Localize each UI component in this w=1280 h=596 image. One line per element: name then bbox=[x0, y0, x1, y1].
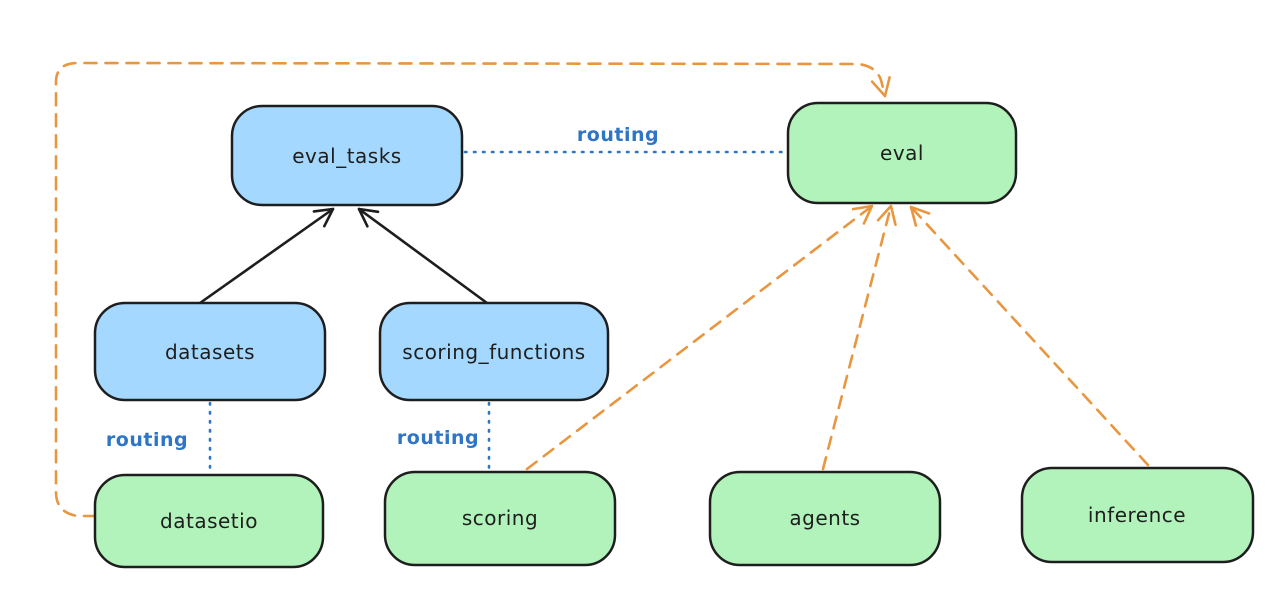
edge-label-routing-middle: routing bbox=[397, 427, 479, 449]
edge-scoring-functions-to-eval-tasks bbox=[357, 207, 489, 305]
node-eval-tasks: eval_tasks bbox=[230, 104, 464, 207]
node-scoring-functions-box bbox=[378, 301, 610, 402]
node-eval: eval bbox=[786, 101, 1018, 205]
edge-label-routing-left: routing bbox=[106, 429, 188, 451]
node-agents: agents bbox=[708, 470, 942, 567]
node-scoring-functions-label: scoring_functions bbox=[402, 340, 585, 364]
node-agents-box bbox=[708, 470, 942, 567]
node-datasetio-box bbox=[93, 473, 325, 569]
node-scoring-box bbox=[383, 470, 617, 567]
node-eval-tasks-label: eval_tasks bbox=[292, 144, 401, 168]
node-inference-box bbox=[1020, 466, 1255, 564]
node-datasetio-label: datasetio bbox=[160, 509, 258, 533]
node-inference: inference bbox=[1020, 466, 1255, 564]
node-datasets-box bbox=[93, 301, 327, 402]
node-scoring: scoring bbox=[383, 470, 617, 567]
node-eval-box bbox=[786, 101, 1018, 205]
edge-label-routing-top: routing bbox=[577, 124, 659, 146]
node-eval-tasks-box bbox=[230, 104, 464, 207]
node-eval-label: eval bbox=[880, 141, 924, 165]
node-datasetio: datasetio bbox=[93, 473, 325, 569]
edge-datasets-to-eval-tasks bbox=[198, 207, 335, 305]
edge-agents-to-eval bbox=[821, 204, 897, 471]
node-scoring-functions: scoring_functions bbox=[378, 301, 610, 402]
node-scoring-label: scoring bbox=[462, 506, 538, 530]
edge-datasetio-to-eval bbox=[54, 61, 891, 518]
edge-scoring-to-eval bbox=[525, 204, 874, 471]
node-inference-label: inference bbox=[1088, 503, 1186, 527]
node-datasets-label: datasets bbox=[165, 340, 255, 364]
edge-inference-to-eval bbox=[909, 205, 1150, 467]
node-datasets: datasets bbox=[93, 301, 327, 402]
node-agents-label: agents bbox=[789, 506, 860, 530]
